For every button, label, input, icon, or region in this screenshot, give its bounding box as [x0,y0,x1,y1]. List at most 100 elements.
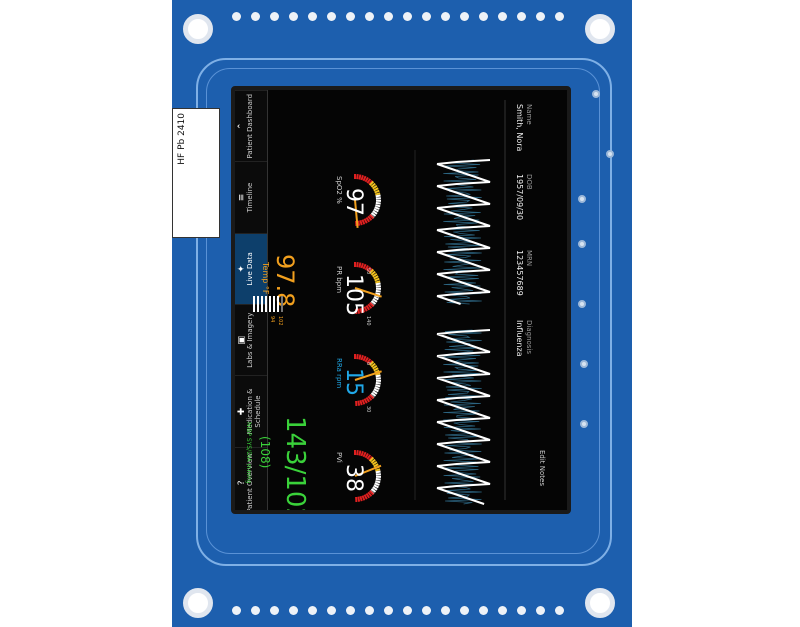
monitor-display: Name Smith, Nora DOB 1957/09/30 MRN 1234… [245,100,546,510]
gauge-tick [374,386,380,390]
gauge-tick [364,452,369,459]
header-pad [270,12,279,21]
gauge-tick [372,272,378,278]
header-pad [422,12,431,21]
header-pad [498,12,507,21]
gauge-tick [360,450,364,457]
gauge-tick [360,354,364,361]
temp-value: 97.8 [271,254,299,307]
gauge-tick [369,490,375,496]
mounting-hole [183,14,213,44]
gauge-tick [368,360,374,366]
board-trace-outline-inner [206,68,600,554]
gauge-tick [373,388,379,393]
gauge-tick [370,488,377,493]
temp-bar-segment [269,296,271,312]
gauge-tick [356,174,359,180]
header-pad [422,606,431,615]
header-pad [517,12,526,21]
diagnosis-label: Diagnosis [525,320,533,354]
gauge-tick [366,178,372,184]
gauge-tick [356,262,359,268]
spo2-gauge-needle [354,199,359,228]
gauge-tick [375,282,381,286]
temp-bar-segment [265,296,267,312]
header-pad [251,606,260,615]
gauge-tick [372,184,378,190]
gauge-tick [370,458,376,464]
gauge-tick [365,217,371,223]
header-pad [536,606,545,615]
gauge-tick [361,495,366,501]
gauge-tick [375,280,381,284]
temp-bar-segment [253,296,255,312]
gauge-tick [372,486,378,491]
gauge-tick [356,450,359,456]
spo2-value: 97 [341,188,366,216]
header-pad [232,606,241,615]
gauge-tick [359,308,363,314]
pr-label: PR bpm [335,266,343,293]
gauge-tick [363,494,368,500]
header-pad [365,606,374,615]
header-pad [327,12,336,21]
temp-bar-segment [277,296,279,312]
gauge-tick [361,307,366,313]
temp-hi: 102 [277,316,283,326]
patient-mrn: 123457689 [515,250,524,296]
header-pad [555,12,564,21]
nibp-label: NIBP SYS/DIA mmHg [245,422,252,484]
header-pad [346,12,355,21]
header-pad [308,606,317,615]
gauge-column [354,174,382,503]
mounting-hole [585,588,615,618]
header-pad [232,12,241,21]
via [578,300,586,308]
nibp-sub: (108) [258,436,272,468]
gauge-tick [374,369,380,374]
gauge-tick [374,482,380,486]
header-pad [308,12,317,21]
header-pad [441,606,450,615]
gauge-tick [374,206,380,210]
gauge-tick [358,354,362,360]
temp-label: Temp °F [261,261,270,295]
gauge-tick [372,210,378,215]
gauge-tick [369,302,375,308]
pr-value: 105 [341,274,366,316]
mrn-label: MRN [525,250,533,266]
gauge-tick [362,451,367,458]
gauge-tick [369,394,375,400]
gauge-tick [375,480,381,484]
pr-scale-lo: 50 [365,268,371,274]
gauge-tick [373,296,379,301]
gauge-tick [368,268,374,274]
gauge-tick [363,398,368,404]
gauge-tick [375,374,381,378]
gauge-tick [373,208,379,213]
temp-lo: 94 [269,316,275,322]
gauge-tick [357,400,361,406]
gauge-tick [375,381,381,385]
gauge-tick [375,292,381,296]
via [580,420,588,428]
gauge-tick [362,263,367,270]
gauge-tick [370,392,377,397]
gauge-tick [366,266,372,272]
gauge-tick [373,367,379,372]
gauge-tick [375,201,381,205]
gauge-tick [356,354,359,360]
gauge-tick [363,218,368,224]
gauge-tick [368,180,374,186]
gauge-tick [362,175,367,182]
gauge-tick [367,303,373,309]
via [606,150,614,158]
temp-bar-segment [281,296,283,312]
nibp-value: 143/102 [280,416,310,510]
gauge-tick [373,275,379,280]
gauge-tick [375,372,381,376]
gauge-tick [362,355,367,362]
gauge-tick [367,395,373,401]
gauge-tick [359,496,363,502]
via [592,90,600,98]
